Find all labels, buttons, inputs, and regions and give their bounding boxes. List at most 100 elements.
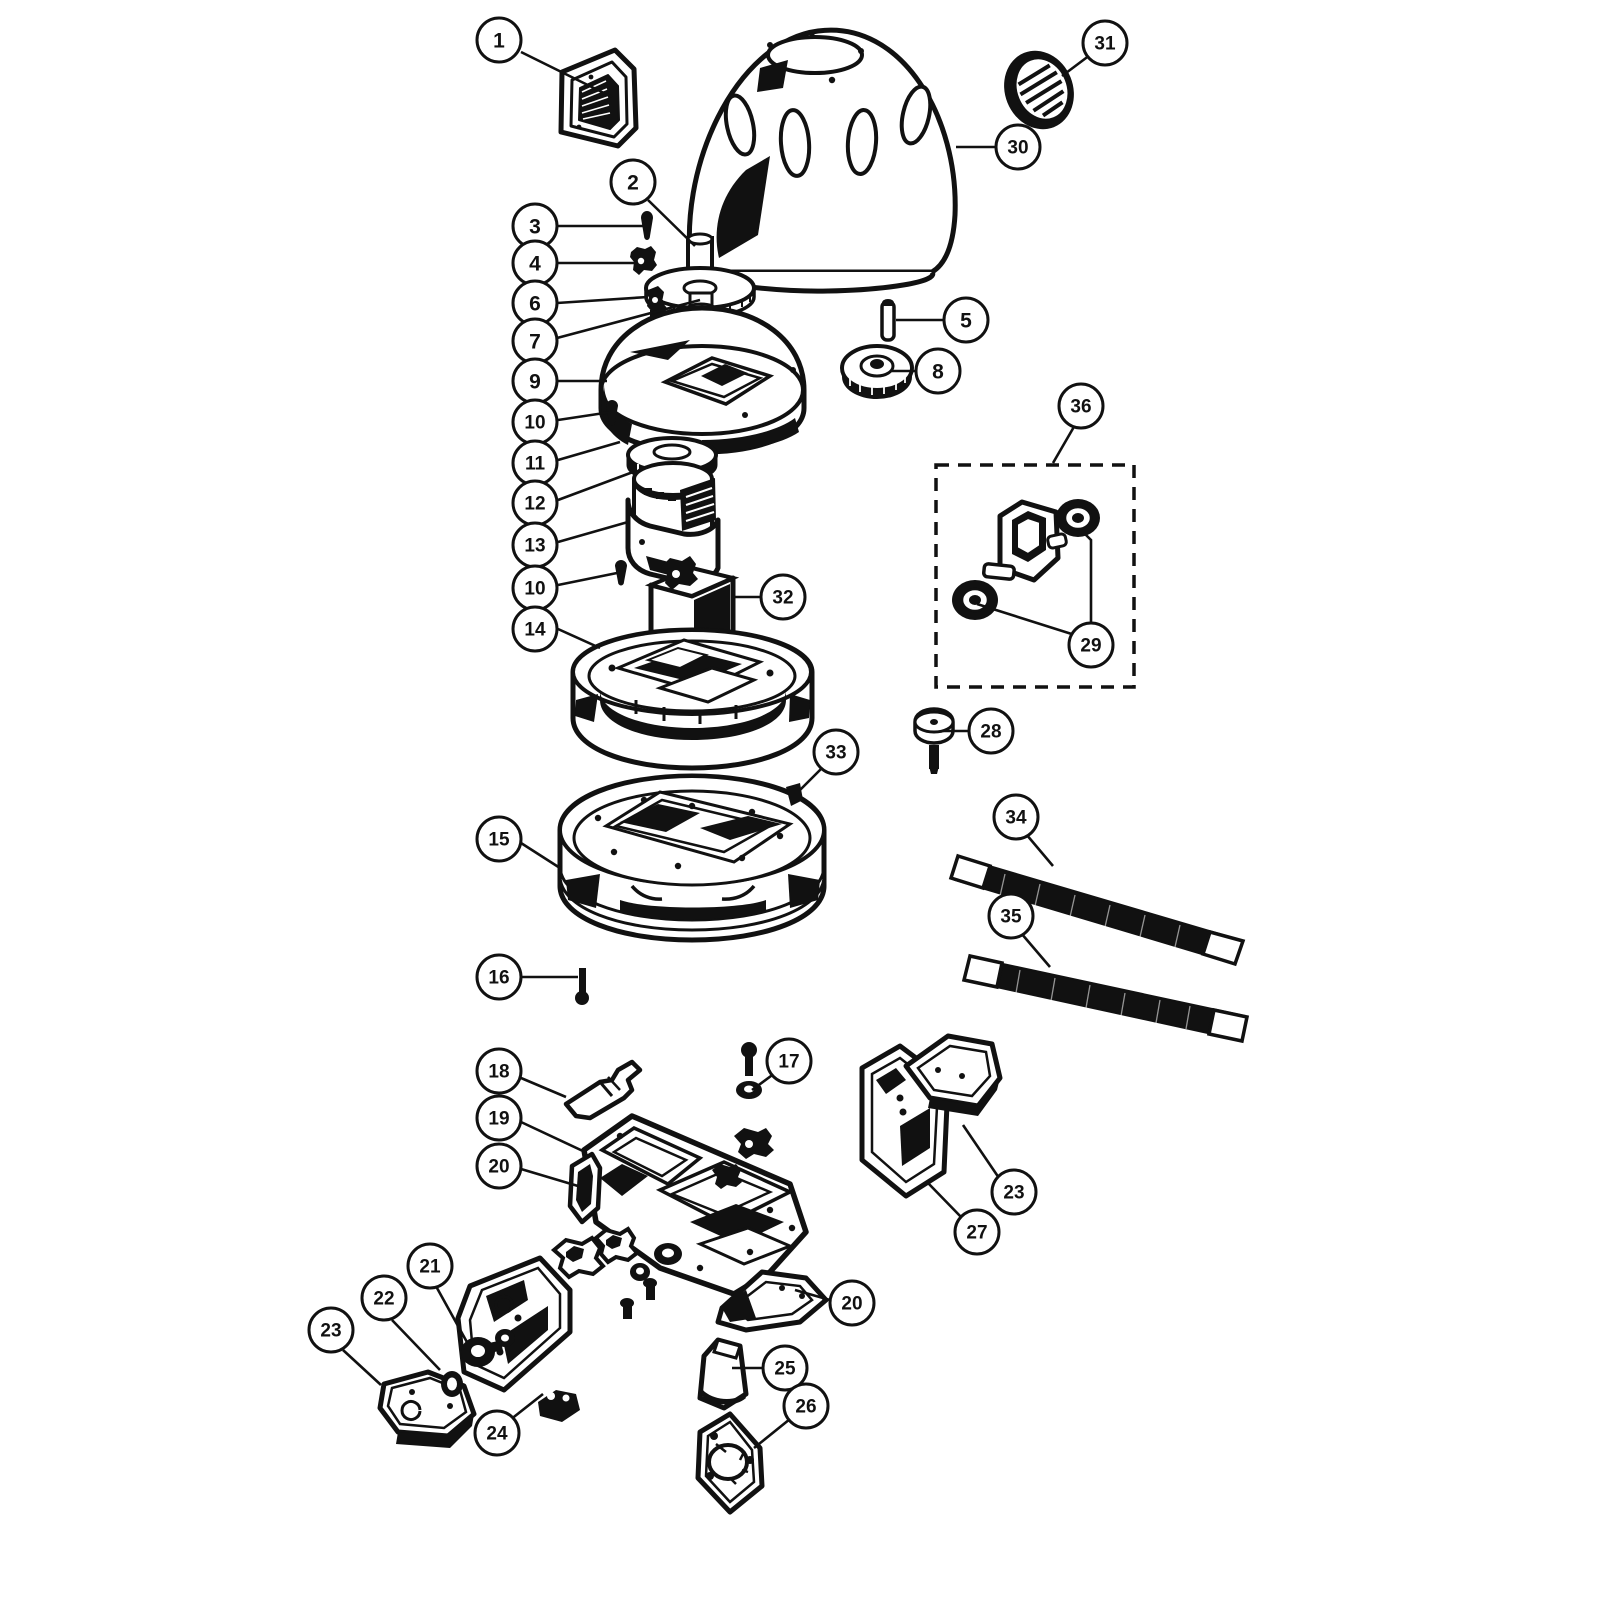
callout-25-suction-nozzle[interactable]: 25 xyxy=(732,1344,809,1392)
callout-bubble[interactable] xyxy=(475,1047,523,1095)
callout-bubble[interactable] xyxy=(1081,19,1129,67)
callout-bubble[interactable] xyxy=(765,1037,813,1085)
callout-bubble[interactable] xyxy=(475,1094,523,1142)
callout-bubble[interactable] xyxy=(1067,621,1115,669)
callout-bubble[interactable] xyxy=(987,892,1035,940)
callout-number: 35 xyxy=(1000,907,1022,928)
callout-number: 13 xyxy=(524,536,545,557)
callout-leader-line xyxy=(557,627,601,650)
callout-leader-line xyxy=(799,765,825,791)
callout-number: 20 xyxy=(488,1157,509,1178)
callout-leader-line xyxy=(794,1288,831,1302)
callout-35-feed-hose-short[interactable]: 35 xyxy=(987,892,1051,968)
callout-bubble[interactable] xyxy=(475,1142,523,1190)
callout-bubble[interactable] xyxy=(475,953,523,1001)
part-loose-fasteners xyxy=(550,1226,650,1319)
callout-number: 23 xyxy=(320,1321,341,1342)
callout-leader-line xyxy=(391,1319,441,1371)
callout-8-reduction-gear[interactable]: 8 xyxy=(892,347,962,395)
callout-10-screw[interactable]: 10 xyxy=(511,564,618,612)
callout-12-turbine-rotor[interactable]: 12 xyxy=(511,470,634,527)
callout-17-screw-and-washer[interactable]: 17 xyxy=(751,1037,813,1092)
callout-number: 29 xyxy=(1080,636,1101,657)
callout-bubble[interactable] xyxy=(1057,382,1105,430)
callout-number: 4 xyxy=(529,253,541,276)
callout-number: 32 xyxy=(772,588,793,609)
callout-bubble[interactable] xyxy=(761,1344,809,1392)
callout-bubble[interactable] xyxy=(307,1306,355,1354)
callout-20-side-flap[interactable]: 20 xyxy=(475,1142,579,1190)
callout-number: 21 xyxy=(419,1257,441,1278)
callout-31-vent-insert[interactable]: 31 xyxy=(1061,19,1129,78)
callout-3-retaining-pin[interactable]: 3 xyxy=(511,202,645,250)
callout-bubble[interactable] xyxy=(475,815,523,863)
part-axle-shaft xyxy=(563,1059,643,1121)
callout-1-filter-screen-panel[interactable]: 1 xyxy=(475,16,613,99)
callout-20-side-flap[interactable]: 20 xyxy=(794,1279,876,1327)
callout-bubble[interactable] xyxy=(473,1409,521,1457)
part-gear-pin xyxy=(880,299,896,342)
callout-32-motor-unit[interactable]: 32 xyxy=(733,573,807,621)
callout-number: 28 xyxy=(980,722,1001,743)
callout-bubble[interactable] xyxy=(953,1208,1001,1256)
callout-23-wear-shoe[interactable]: 23 xyxy=(307,1306,382,1386)
callout-number: 30 xyxy=(1007,138,1028,159)
callout-36-wheel-assembly-group[interactable]: 36 xyxy=(1051,382,1105,464)
callout-bubble[interactable] xyxy=(992,793,1040,841)
callout-bubble[interactable] xyxy=(360,1274,408,1322)
callout-23-wear-shoe[interactable]: 23 xyxy=(961,1124,1038,1216)
callout-bubble[interactable] xyxy=(511,605,559,653)
callout-leader-line xyxy=(520,1167,579,1188)
callout-bubble[interactable] xyxy=(782,1382,830,1430)
callout-26-nozzle-base-plate[interactable]: 26 xyxy=(753,1382,830,1450)
callout-bubble[interactable] xyxy=(914,347,962,395)
callout-bubble[interactable] xyxy=(609,158,657,206)
callout-33-retainer-clip[interactable]: 33 xyxy=(799,728,860,791)
callout-leader-line xyxy=(557,470,634,502)
callout-16-screw[interactable]: 16 xyxy=(475,953,578,1001)
callout-27-track-skirt[interactable]: 27 xyxy=(927,1182,1001,1256)
callout-18-axle-shaft[interactable]: 18 xyxy=(475,1047,567,1099)
callout-11-bearing-ring[interactable]: 11 xyxy=(511,439,621,487)
callout-24-pivot-clip[interactable]: 24 xyxy=(473,1392,544,1457)
callout-bubble[interactable] xyxy=(994,123,1042,171)
callout-30-outer-dome-cover[interactable]: 30 xyxy=(956,123,1042,171)
part-retaining-pin xyxy=(641,211,653,240)
callout-bubble[interactable] xyxy=(406,1242,454,1290)
callout-29-wheel-bearing[interactable]: 29 xyxy=(976,533,1115,669)
part-bushing xyxy=(461,1329,515,1367)
callout-34-feed-hose-long[interactable]: 34 xyxy=(992,793,1054,867)
part-cap-and-screw xyxy=(913,707,955,774)
callout-leader-line xyxy=(1020,932,1051,968)
callout-bubble[interactable] xyxy=(812,728,860,776)
callout-bubble[interactable] xyxy=(475,16,523,64)
part-shaft-coupler xyxy=(630,246,657,275)
callout-bubble[interactable] xyxy=(828,1279,876,1327)
callout-21-bushing[interactable]: 21 xyxy=(406,1242,470,1345)
callout-14-mid-housing[interactable]: 14 xyxy=(511,605,601,653)
callout-number: 11 xyxy=(525,454,546,475)
callout-bubble[interactable] xyxy=(759,573,807,621)
callout-bubble[interactable] xyxy=(942,296,990,344)
callout-19-main-frame[interactable]: 19 xyxy=(475,1094,586,1154)
callout-number: 9 xyxy=(529,371,541,394)
callout-28-cap-and-screw[interactable]: 28 xyxy=(943,707,1015,755)
callout-9-upper-cover-body[interactable]: 9 xyxy=(511,357,607,405)
callout-number: 3 xyxy=(529,216,541,239)
part-vent-insert xyxy=(1004,50,1074,130)
callout-leader-line xyxy=(342,1349,382,1386)
wheel-assembly-dashed-box xyxy=(934,463,1136,689)
callout-15-base-chassis-disc[interactable]: 15 xyxy=(475,815,561,870)
callout-number: 2 xyxy=(627,172,639,195)
part-screw-16 xyxy=(575,968,589,1005)
callout-2-drive-shaft[interactable]: 2 xyxy=(609,158,696,247)
callout-number: 31 xyxy=(1094,34,1116,55)
callout-22-o-ring[interactable]: 22 xyxy=(360,1274,441,1371)
callout-5-gear-pin[interactable]: 5 xyxy=(896,296,990,344)
callout-13-gearbox-module[interactable]: 13 xyxy=(511,520,629,569)
callout-number: 33 xyxy=(825,743,846,764)
callout-bubble[interactable] xyxy=(990,1168,1038,1216)
callout-bubble[interactable] xyxy=(967,707,1015,755)
